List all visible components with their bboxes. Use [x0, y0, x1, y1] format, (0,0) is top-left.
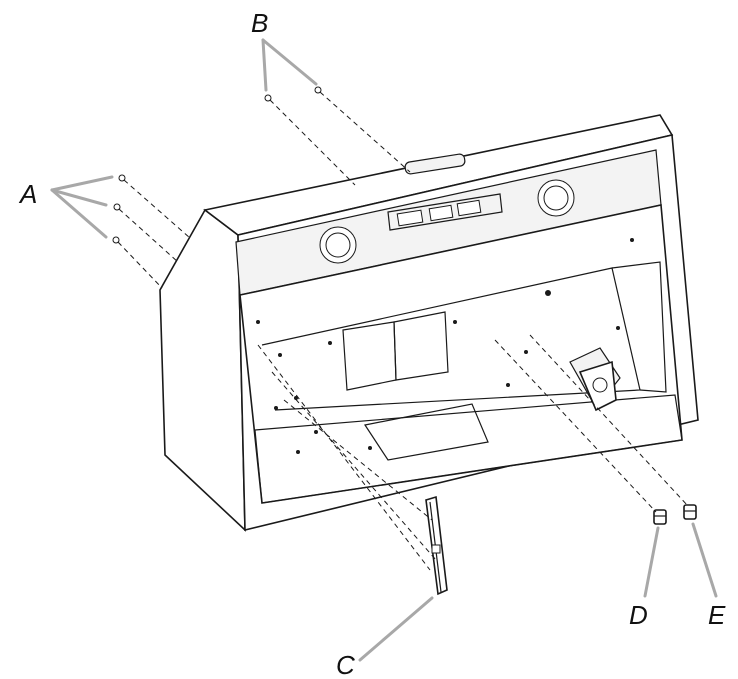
clip-d-dashed-path: [494, 339, 657, 513]
label-c: C: [336, 650, 355, 679]
cavity-back-wall: [261, 267, 641, 411]
label-c-leader: [358, 596, 434, 662]
mounting-holes: [256, 238, 634, 454]
cavity-right-side: [611, 261, 667, 393]
bottom-plate: [364, 403, 489, 461]
screws-b: [264, 86, 322, 102]
bracket-c-dashed-paths: [257, 344, 437, 571]
screws-a-dashed-paths: [117, 179, 191, 289]
junction-box: [569, 347, 621, 412]
cavity-lower-lip: [254, 394, 683, 504]
label-d-leader: [643, 526, 660, 598]
control-buttons: [387, 193, 503, 231]
label-e: E: [708, 600, 726, 630]
label-e-leader: [691, 522, 718, 598]
label-b: B: [251, 8, 268, 38]
label-b-leaders: [261, 38, 318, 92]
bracket-c: [425, 495, 448, 596]
rear-filter-right: [393, 311, 449, 381]
left-light-ring: [319, 226, 357, 264]
right-light-ring: [537, 179, 575, 217]
range-hood: [159, 114, 699, 532]
label-d: D: [629, 600, 648, 630]
screws-a: [112, 174, 126, 244]
top-vent-slot: [404, 153, 466, 175]
label-a: A: [18, 179, 37, 209]
label-a-leaders: [50, 175, 114, 239]
screws-b-dashed-paths: [269, 91, 411, 186]
hood-side-panel: [159, 208, 246, 532]
clip-e: [683, 504, 697, 520]
clip-e-dashed-path: [529, 334, 689, 507]
clip-d: [653, 509, 667, 525]
